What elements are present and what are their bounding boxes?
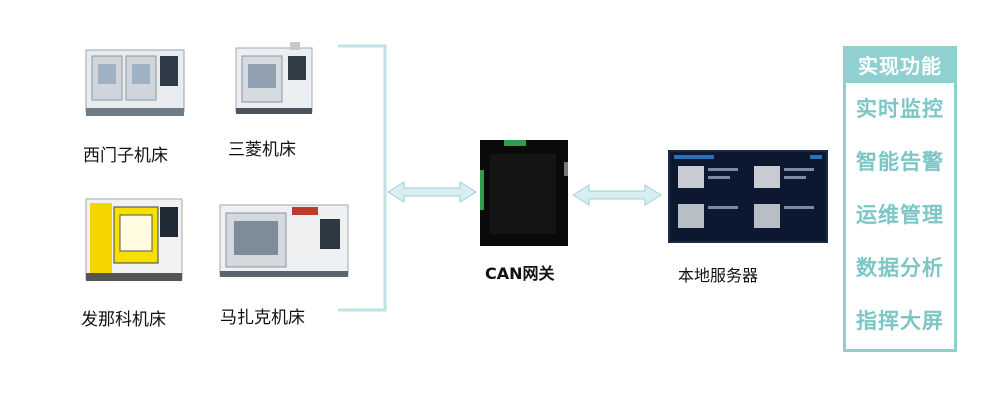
mazak-machine-image [216, 193, 356, 283]
functions-panel: 实现功能 实时监控 智能告警 运维管理 数据分析 指挥大屏 [843, 46, 957, 352]
fanuc-machine-image [80, 193, 188, 285]
double-arrow-icon-right [572, 184, 662, 206]
double-arrow-icon-left [387, 181, 477, 203]
functions-title: 实现功能 [846, 49, 954, 83]
function-item-ops-management: 运维管理 [856, 203, 944, 227]
fanuc-machine-label: 发那科机床 [81, 310, 166, 330]
can-gateway-device [478, 138, 570, 246]
mitsubishi-machine-label: 三菱机床 [228, 140, 296, 160]
mitsubishi-machine-image [230, 38, 320, 118]
can-gateway-label: CAN网关 [485, 264, 555, 283]
siemens-machine-label: 西门子机床 [83, 146, 168, 166]
function-item-realtime-monitoring: 实时监控 [856, 97, 944, 121]
function-item-command-screen: 指挥大屏 [856, 309, 944, 333]
function-item-data-analysis: 数据分析 [856, 256, 944, 280]
local-server-screen [668, 150, 828, 243]
siemens-machine-image [80, 42, 190, 120]
function-item-smart-alarm: 智能告警 [856, 150, 944, 174]
local-server-label: 本地服务器 [678, 266, 759, 285]
mazak-machine-label: 马扎克机床 [220, 308, 305, 328]
machines-bracket [338, 44, 387, 312]
